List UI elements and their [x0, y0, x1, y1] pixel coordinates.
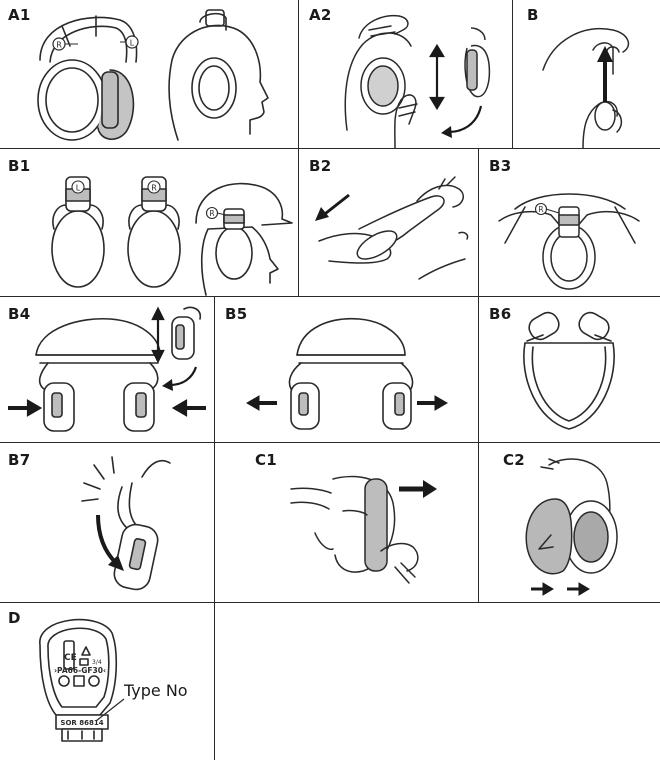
hands-separating-components-illustration — [513, 0, 660, 148]
panel-b: B — [513, 0, 660, 148]
replacing-cushion-illustration — [479, 443, 660, 602]
cup-click-into-position-illustration — [0, 443, 214, 602]
panel-b5: B5 — [215, 297, 478, 442]
panel-b1: B1 — [0, 149, 298, 296]
panel-c1: C1 — [215, 443, 478, 602]
panel-b4: B4 — [0, 297, 214, 442]
earcup-mark-r: R — [538, 205, 543, 214]
folded-earmuff-on-helmet-illustration — [479, 297, 660, 442]
ce-mark: CE — [64, 653, 77, 663]
panel-d: D CE 3/4 — [0, 603, 214, 760]
earmuff-cup-orientation-illustration: L R R — [0, 149, 298, 296]
size-mark: 3/4 — [92, 659, 102, 666]
removing-cushion-illustration — [215, 443, 478, 602]
earcup-mark-l: L — [76, 184, 81, 193]
earcup-mark-r: R — [209, 209, 214, 218]
hands-inserting-earmuff-arm-illustration — [299, 149, 478, 296]
earcup-mark-r: R — [56, 41, 62, 50]
panel-a2: A2 — [299, 0, 512, 148]
cups-pressed-inward-illustration — [0, 297, 214, 442]
panel-b6: B6 — [479, 297, 660, 442]
panel-b7: B7 — [0, 443, 214, 602]
type-no-callout: Type No — [124, 681, 188, 700]
earcup-mark-l: L — [130, 39, 135, 48]
panel-b3: B3 R — [479, 149, 660, 296]
cups-pulled-outward-illustration — [215, 297, 478, 442]
hands-adjusting-earmuff-illustration — [299, 0, 512, 148]
hands-attaching-cup-to-helmet-illustration: R — [479, 149, 660, 296]
material-mark: ›PA66-GF30‹ — [54, 666, 106, 675]
panel-b2: B2 — [299, 149, 478, 296]
earmuff-and-head-illustration: R L — [0, 0, 298, 148]
earcup-mark-r: R — [151, 184, 157, 193]
panel-a1: A1 — [0, 0, 298, 148]
panel-c2: C2 — [479, 443, 660, 602]
